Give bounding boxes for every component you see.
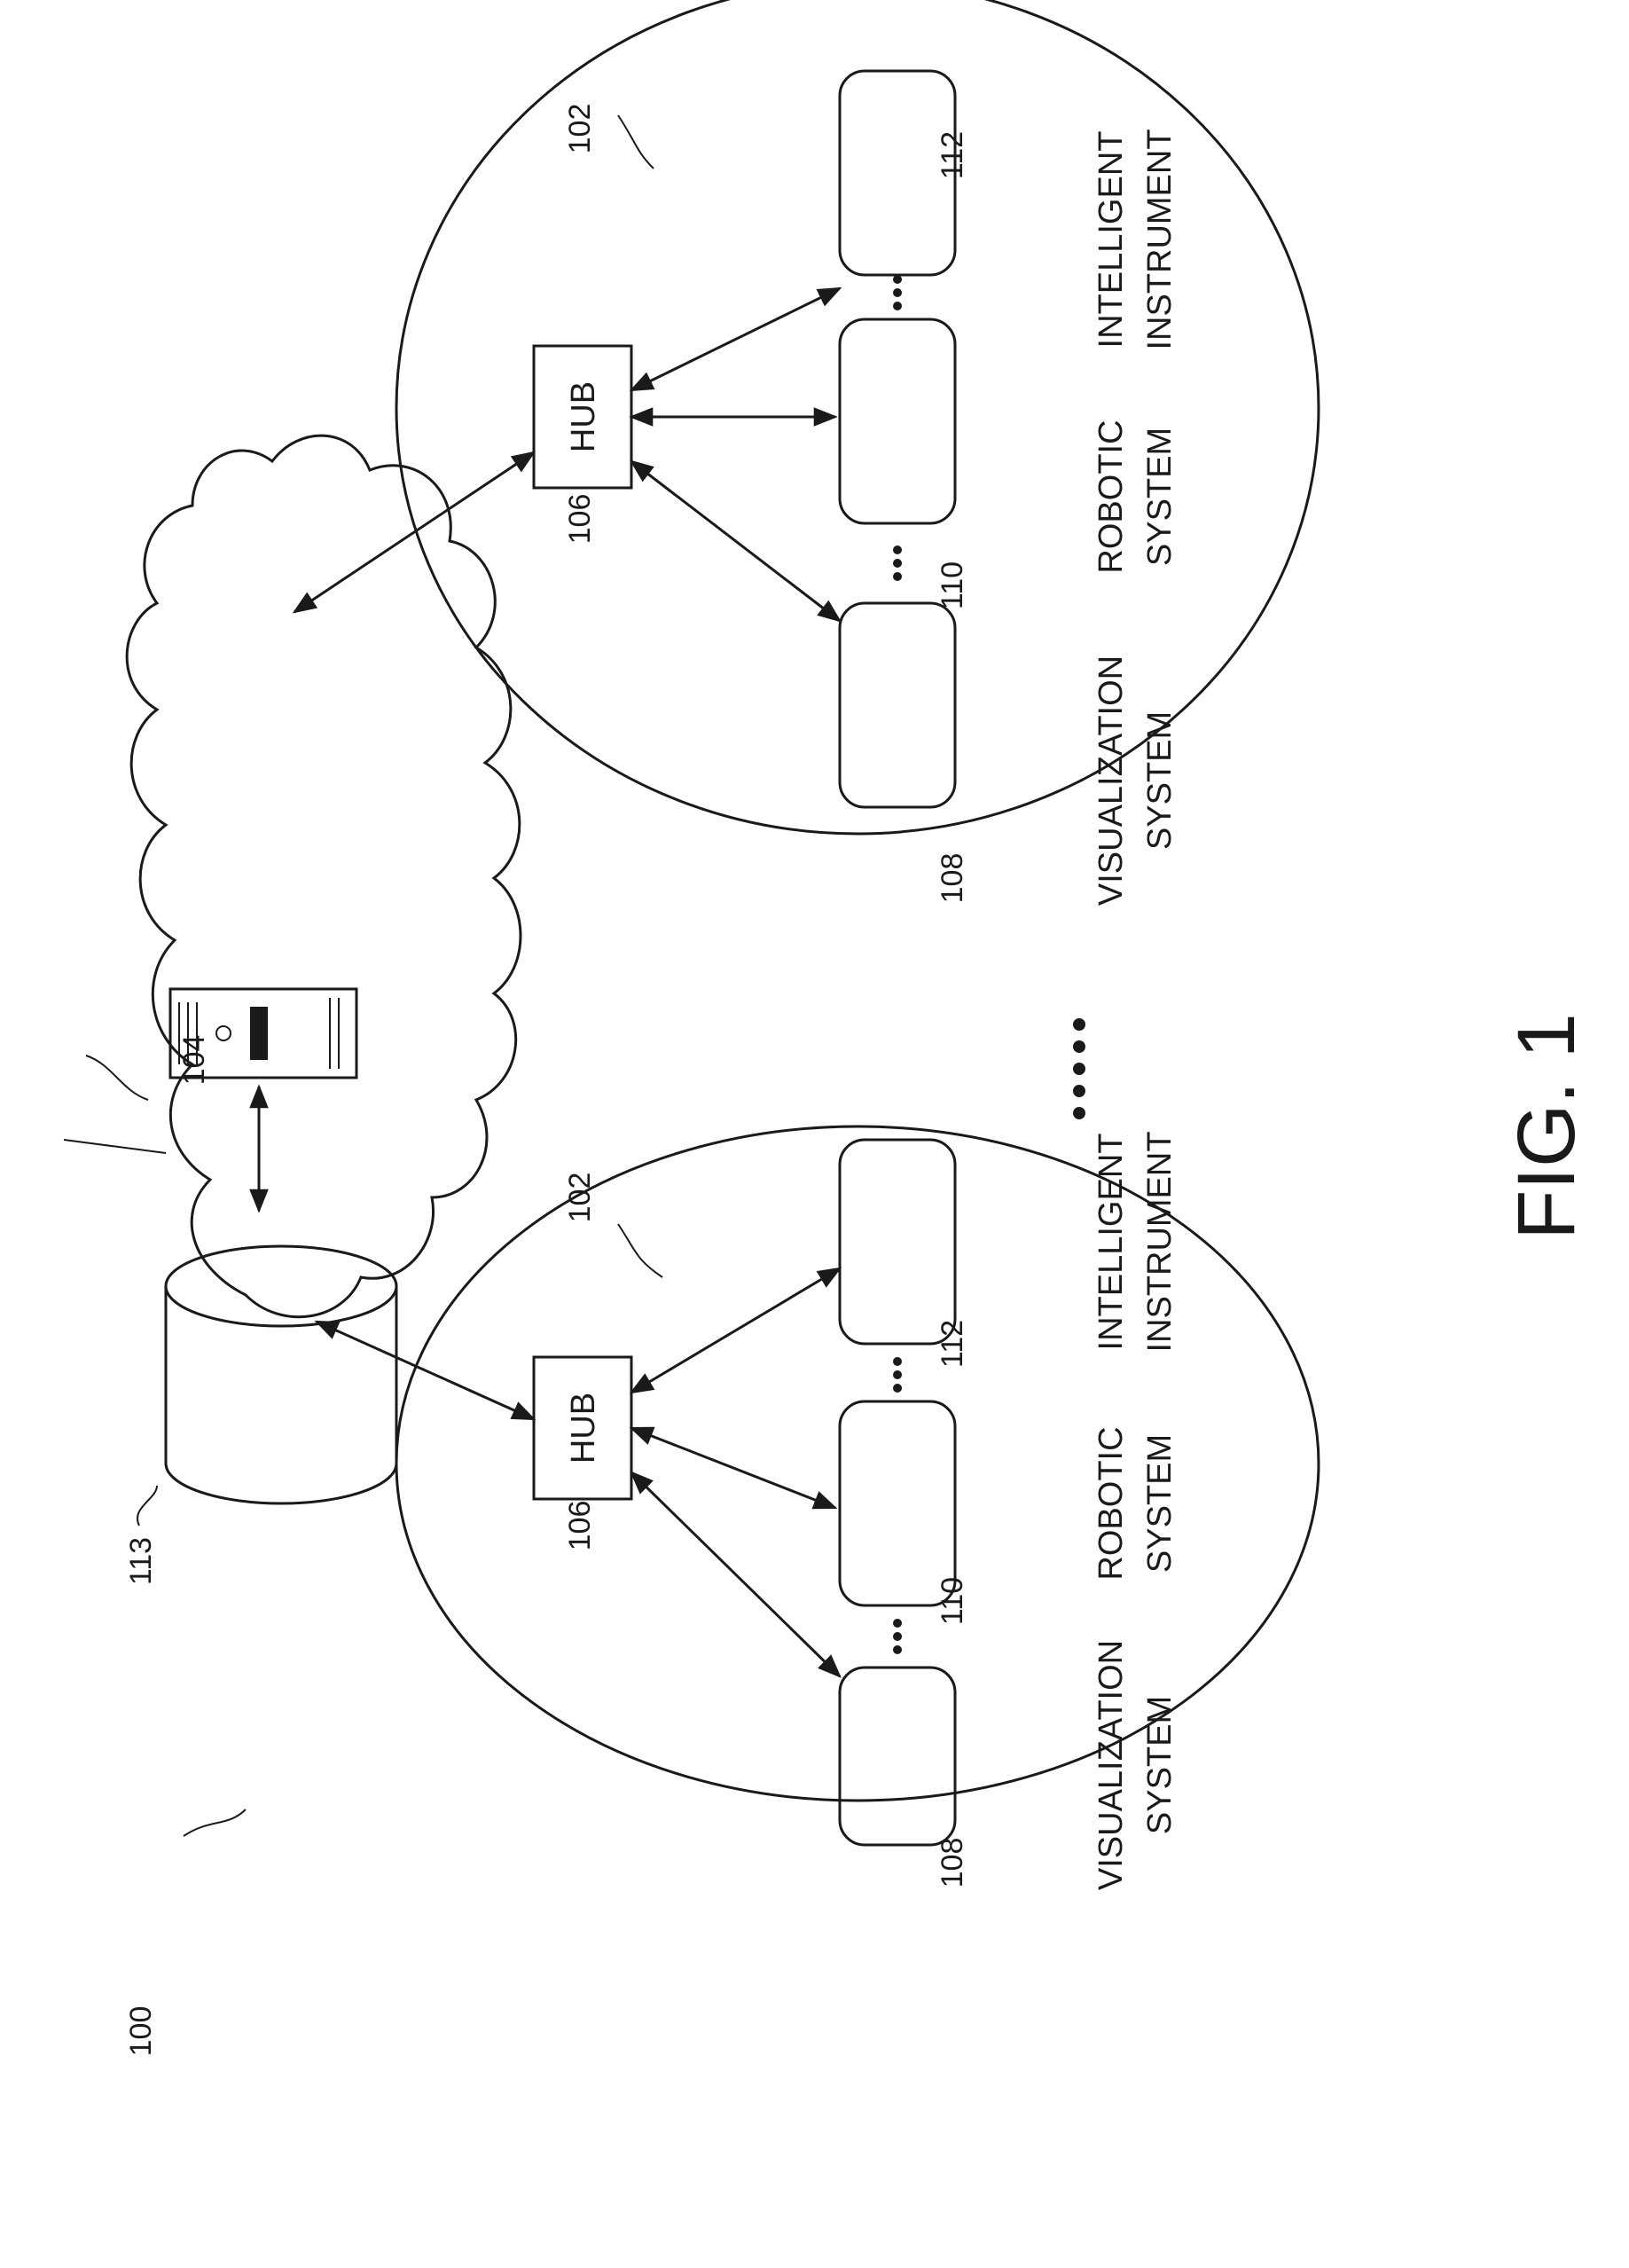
instrument-label-lower-2: INSTRUMENT xyxy=(1141,1131,1179,1352)
database-icon xyxy=(166,1246,396,1503)
robotic-box-upper xyxy=(840,319,955,523)
hub-robotic-link-lower xyxy=(631,1428,835,1508)
instrument-box-lower xyxy=(840,1140,955,1344)
ref-facility-lower: 102 xyxy=(563,1173,597,1223)
text-layer: INTELLIGENT INSTRUMENT ROBOTIC SYSTEM VI… xyxy=(124,104,1592,2057)
storage-leader-line xyxy=(137,1486,157,1526)
facility-leader-lower xyxy=(618,1224,662,1277)
device-ellipsis-upper xyxy=(893,275,902,581)
ref-visualization-upper: 108 xyxy=(936,853,969,904)
visualization-label-upper-1: VISUALIZATION xyxy=(1093,655,1130,906)
ref-robotic-upper: 110 xyxy=(936,561,969,609)
robotic-label-lower-1: ROBOTIC xyxy=(1093,1426,1130,1580)
instrument-label-lower-1: INTELLIGENT xyxy=(1093,1134,1130,1351)
cloud-leader-line xyxy=(64,1140,166,1153)
ref-hub-upper: 106 xyxy=(563,494,597,545)
visualization-label-upper-2: SYSTEM xyxy=(1141,711,1179,850)
cloud-icon xyxy=(127,436,521,1317)
robotic-label-upper-1: ROBOTIC xyxy=(1093,420,1130,573)
instrument-label-upper-1: INTELLIGENT xyxy=(1093,131,1130,349)
facility-leader-upper xyxy=(618,115,654,169)
ref-cloud: 104 xyxy=(177,1035,211,1086)
hub-visualization-link-upper xyxy=(631,461,840,621)
cloud-leader-ref xyxy=(86,1056,148,1100)
hub-label-lower: HUB xyxy=(565,1393,602,1464)
hub-instrument-link-lower xyxy=(631,1268,840,1393)
ref-visualization-lower: 108 xyxy=(936,1838,969,1888)
visualization-label-lower-2: SYSTEM xyxy=(1141,1696,1179,1834)
visualization-box-upper xyxy=(840,603,955,807)
system-leader-ref xyxy=(184,1809,246,1836)
hub-visualization-link-lower xyxy=(631,1472,840,1676)
robotic-label-upper-2: SYSTEM xyxy=(1141,428,1179,566)
ref-storage: 113 xyxy=(124,1537,158,1585)
ref-instrument-lower: 112 xyxy=(936,1320,969,1368)
visualization-box-lower xyxy=(840,1668,955,1845)
hub-cloud-link-upper xyxy=(294,452,534,612)
ref-robotic-lower: 110 xyxy=(936,1577,969,1625)
ref-system: 100 xyxy=(124,2006,158,2057)
hub-label-upper: HUB xyxy=(565,381,602,452)
ref-instrument-upper: 112 xyxy=(936,131,969,179)
ref-facility-upper: 102 xyxy=(563,104,597,154)
robotic-label-lower-2: SYSTEM xyxy=(1141,1434,1179,1573)
visualization-label-lower-1: VISUALIZATION xyxy=(1093,1640,1130,1890)
hub-cloud-link-lower xyxy=(317,1322,534,1419)
ref-hub-lower: 106 xyxy=(563,1501,597,1551)
hub-instrument-link-upper xyxy=(631,288,840,390)
robotic-box-lower xyxy=(840,1401,955,1605)
figure-label: FIG. 1 xyxy=(1501,1013,1592,1240)
instrument-label-upper-2: INSTRUMENT xyxy=(1141,129,1179,349)
facility-ellipsis xyxy=(1073,1018,1085,1119)
